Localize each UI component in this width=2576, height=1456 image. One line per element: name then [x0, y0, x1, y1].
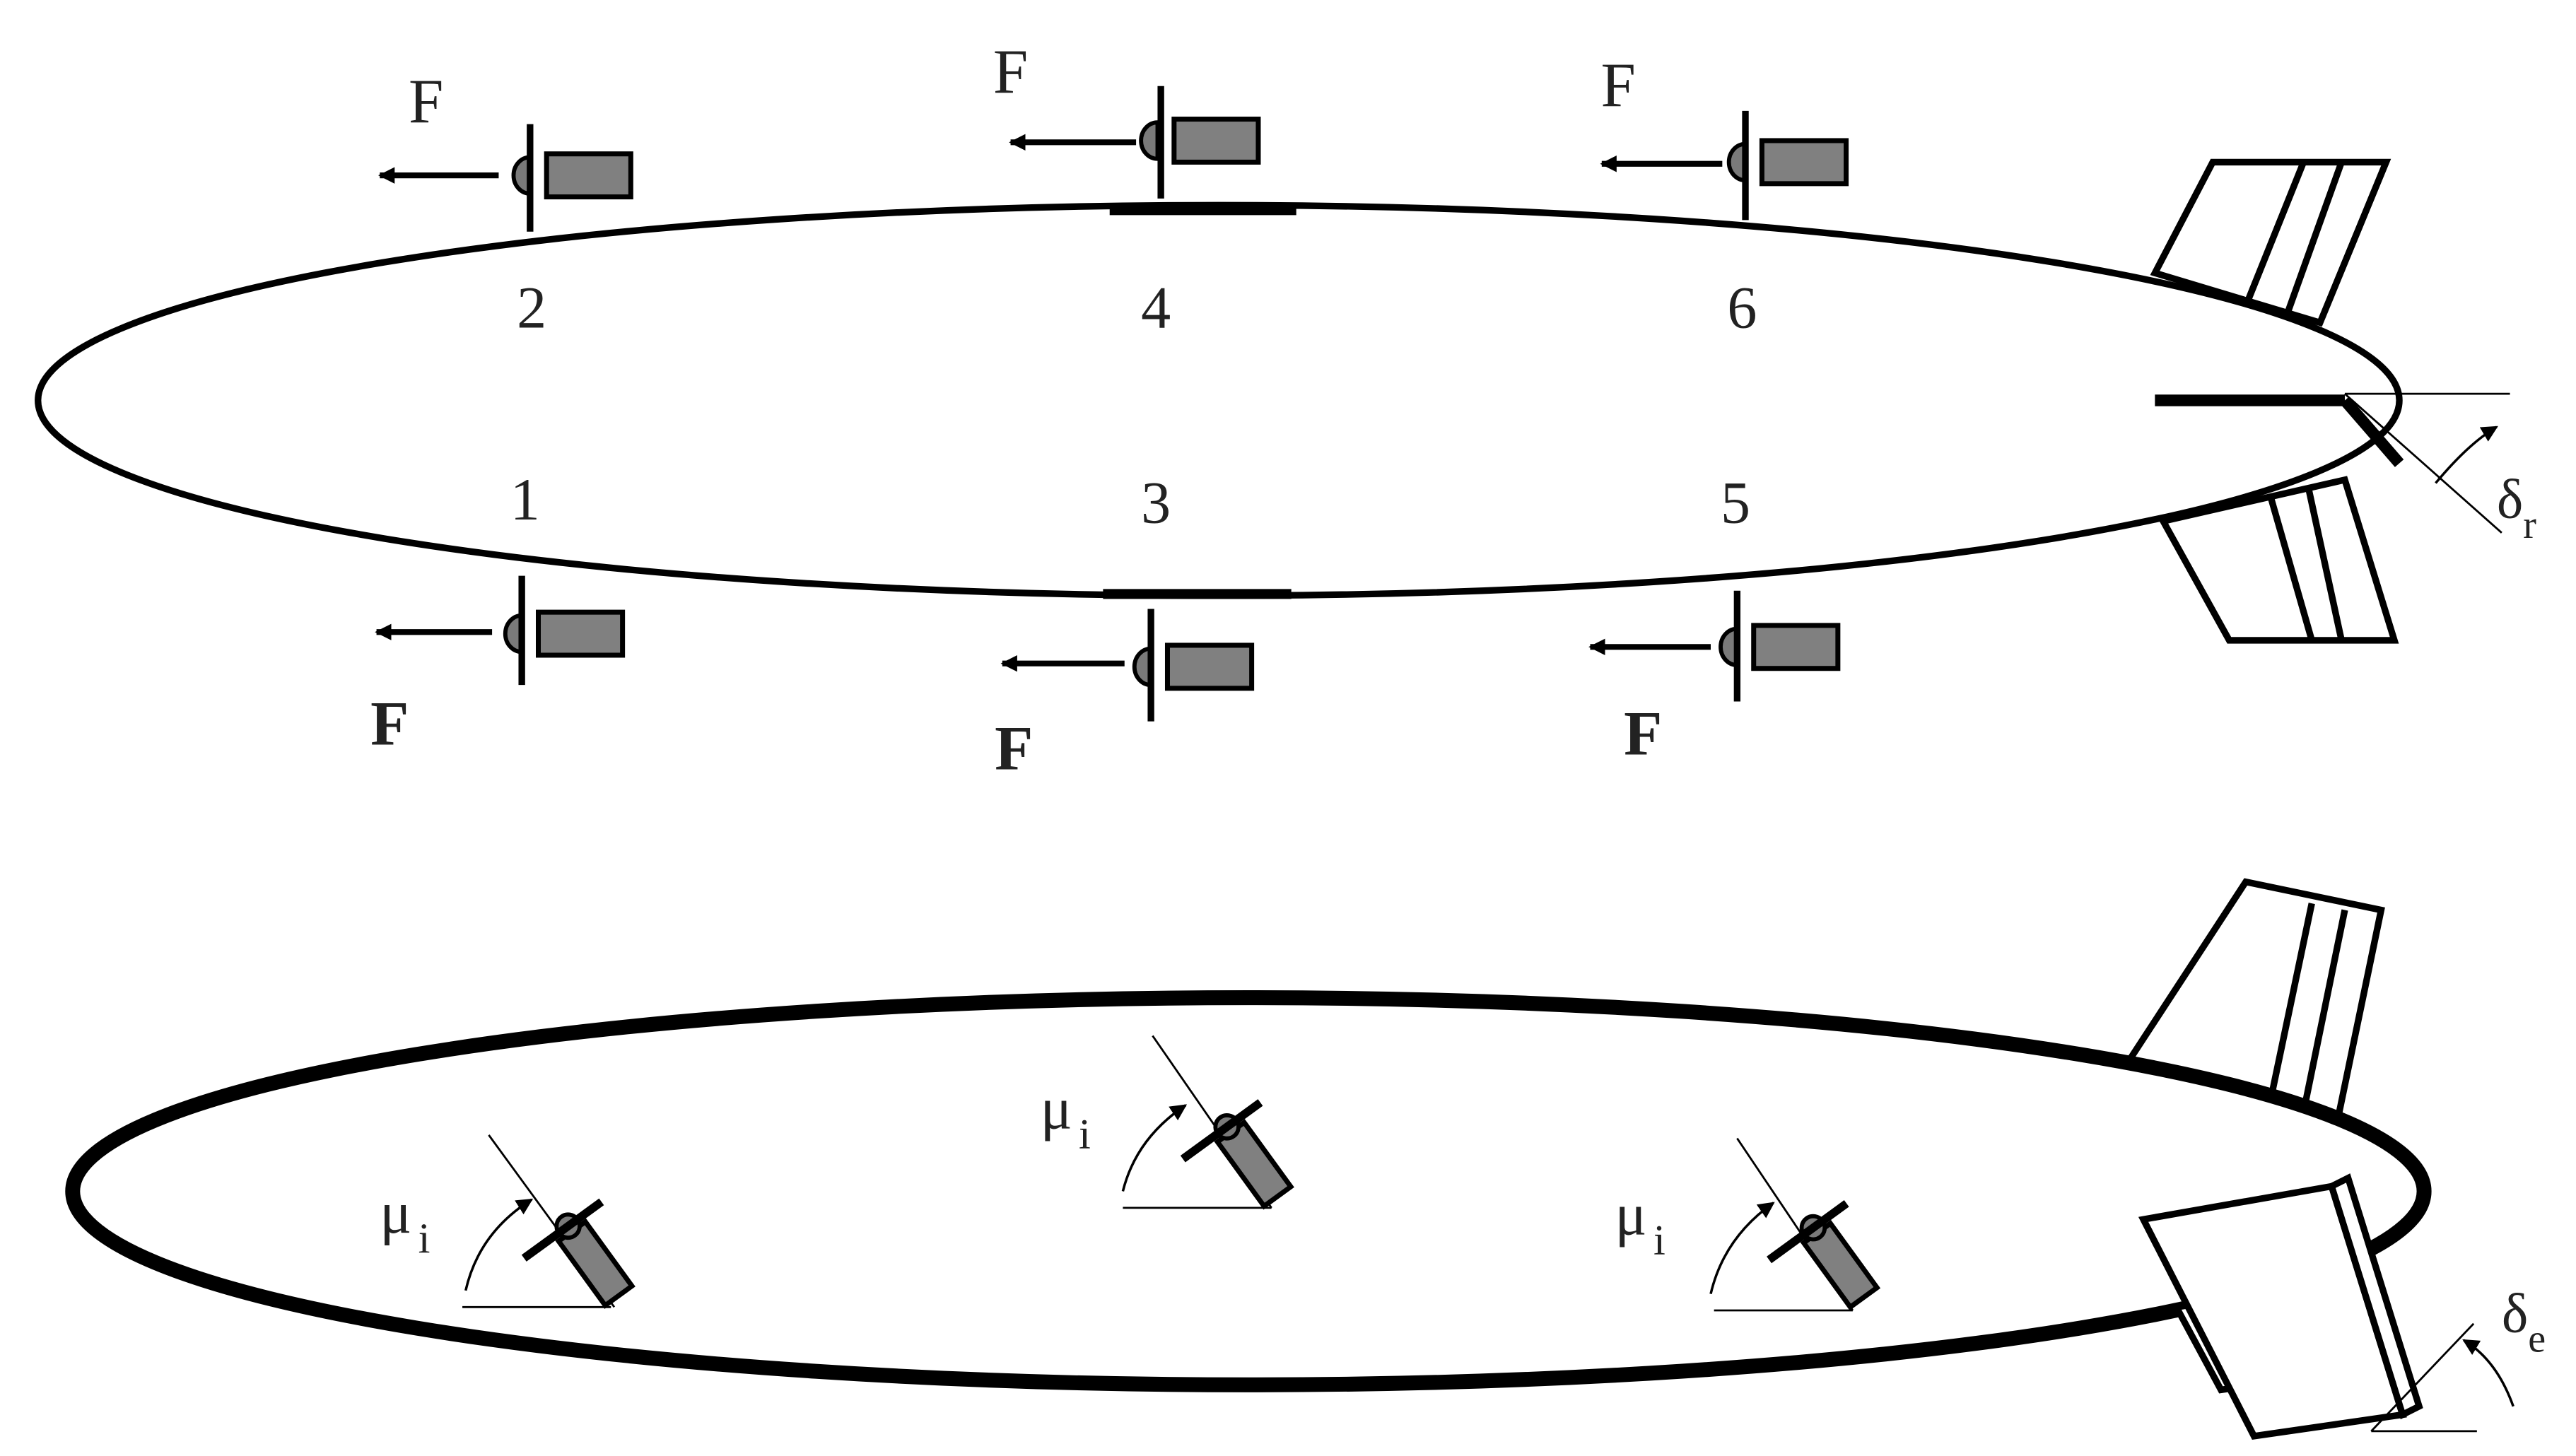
elevator-deflection-line [2370, 1322, 2475, 1432]
tilted-thruster-middle [1121, 1035, 1294, 1210]
hub-icon [511, 155, 532, 196]
thruster-1 [375, 575, 626, 686]
propeller-icon [1767, 1199, 1849, 1264]
rudder-angle-label: δr [2497, 469, 2536, 547]
hull-top-view [35, 201, 2403, 599]
thruster-number-2: 2 [517, 275, 546, 341]
thruster-number-5: 5 [1721, 471, 1750, 536]
thruster-number-6: 6 [1727, 275, 1757, 341]
tilt-angle-arc-icon [464, 1198, 534, 1291]
thruster-5 [1588, 590, 1841, 702]
thruster-3 [1000, 609, 1255, 722]
top-view: δr [35, 37, 2536, 784]
hub-icon [1139, 120, 1160, 161]
propeller-icon [1180, 1099, 1263, 1163]
motor-icon [535, 609, 626, 658]
motor-icon [1759, 138, 1849, 187]
tilt-angle-arc-icon [1709, 1202, 1775, 1294]
lower-tail-fin [2158, 476, 2399, 644]
force-label-1: F [370, 689, 409, 758]
thruster-number-3: 3 [1141, 471, 1171, 536]
force-label-3: F [995, 714, 1033, 783]
force-label-2: F [409, 67, 443, 136]
thruster-6 [1600, 110, 1849, 221]
elevator [2138, 1173, 2423, 1440]
elevator-angle-label: δe [2502, 1282, 2546, 1361]
rudder-angle-arc-icon [2435, 425, 2498, 484]
thruster-4 [1009, 86, 1261, 199]
tilt-angle-arc-icon [1121, 1104, 1188, 1192]
force-label-4: F [993, 37, 1028, 107]
rudder-deflection-line [2344, 393, 2502, 534]
hub-icon [503, 613, 525, 654]
motor-icon [1164, 642, 1255, 691]
motor-icon [1751, 623, 1841, 671]
hub-icon [1726, 141, 1747, 183]
thruster-number-1: 1 [510, 467, 540, 533]
rudder [2155, 392, 2510, 534]
hub-icon [1132, 646, 1154, 688]
motor-icon [544, 151, 633, 200]
hub-icon [1719, 626, 1740, 667]
elevator-angle-arc-icon [2462, 1339, 2514, 1407]
motor-icon [1171, 117, 1261, 165]
hull-side-view [65, 990, 2432, 1392]
tilted-thruster-front [462, 1134, 636, 1309]
tilted-thruster-rear [1709, 1137, 1881, 1312]
force-label-6: F [1600, 51, 1635, 120]
vertical-tail-fin [2125, 878, 2385, 1129]
upper-tail-fin [2150, 158, 2391, 327]
thruster-number-4: 4 [1141, 275, 1171, 341]
propeller-icon [521, 1198, 604, 1262]
force-label-5: F [1624, 699, 1662, 768]
thruster-2 [377, 124, 633, 232]
